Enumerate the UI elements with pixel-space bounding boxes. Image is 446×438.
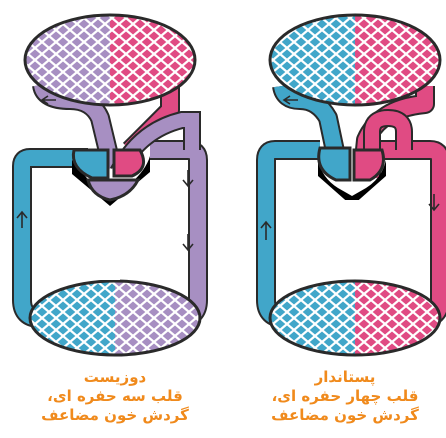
caption-heart: قلب چهار حفره ای، [250,387,440,406]
mammal-diagram [261,14,441,356]
amphibian-caption: دوزیست قلب سه حفره ای، گردش خون مضاعف [30,368,200,425]
blank-label-box [286,200,378,260]
caption-heart: قلب سه حفره ای، [30,387,200,406]
blank-label-box [54,255,120,280]
caption-title: دوزیست [30,368,200,387]
amphibian-diagram [17,14,201,356]
mammal-caption: پستاندار قلب چهار حفره ای، گردش خون مضاع… [250,368,440,425]
caption-title: پستاندار [250,368,440,387]
blank-label-box [125,203,177,239]
caption-circulation: گردش خون مضاعف [250,406,440,425]
caption-circulation: گردش خون مضاعف [30,406,200,425]
